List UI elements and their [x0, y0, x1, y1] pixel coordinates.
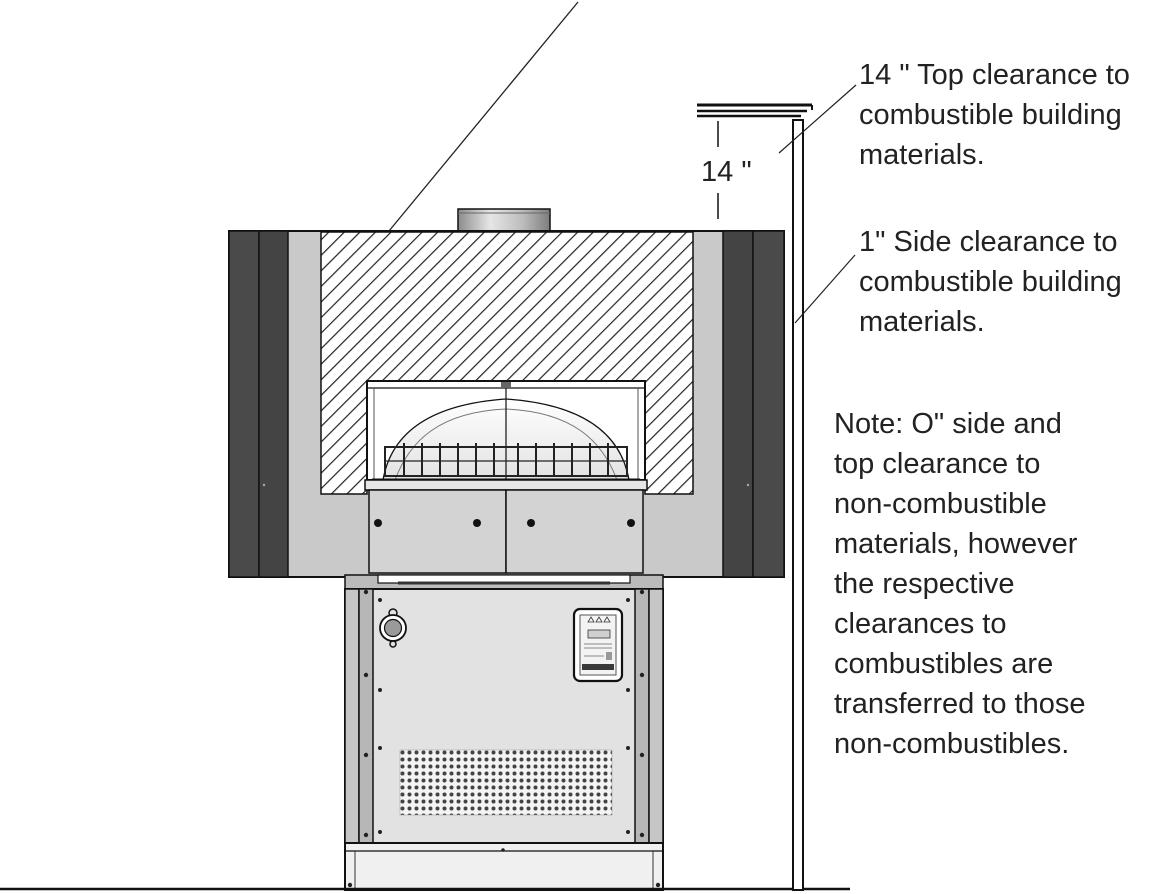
clearance-note: Note: O" side and top clearance to non-c… [834, 408, 1085, 760]
callout-line: combustible building [859, 99, 1122, 131]
callout-line: 1" Side clearance to [859, 226, 1118, 258]
dimension-label: 14 " [701, 156, 752, 188]
base-plinth [344, 842, 664, 891]
ventilation-grille [399, 749, 613, 816]
svg-text:1" Side clearance to: 1" Side clearance to [859, 226, 1118, 258]
note-line: non-combustible [834, 488, 1047, 520]
callout-line: combustible building [859, 266, 1122, 298]
svg-text:materials.: materials. [859, 306, 985, 338]
side-clearance-callout: 1" Side clearance to combustible buildin… [859, 226, 1122, 338]
callout-line: materials. [859, 139, 985, 171]
note-line: non-combustibles. [834, 728, 1069, 760]
oven-chamber [364, 380, 648, 491]
note-line: the respective [834, 568, 1015, 600]
callout-line: 14 " Top clearance to [859, 59, 1130, 91]
svg-text:materials.: materials. [859, 139, 985, 171]
note-line: materials, however [834, 528, 1078, 560]
callout-line: materials. [859, 306, 985, 338]
control-panel [572, 607, 624, 683]
top-clearance-leader [778, 84, 857, 154]
svg-text:14 " Top clearance to: 14 " Top clearance to [859, 59, 1130, 91]
svg-text:combustible building: combustible building [859, 99, 1122, 131]
note-line: Note: O" side and [834, 408, 1062, 440]
side-clearance-leader [794, 254, 856, 324]
svg-text:combustible building: combustible building [859, 266, 1122, 298]
base-top-rail [344, 574, 664, 590]
flue-collar [457, 208, 551, 232]
combustible-ceiling [697, 103, 813, 118]
oven-doors [368, 489, 644, 574]
note-line: transferred to those [834, 688, 1085, 720]
note-line: combustibles are [834, 648, 1053, 680]
gas-control-knob [379, 608, 407, 648]
top-leader-line [388, 1, 579, 232]
top-clearance-callout: 14 " Top clearance to combustible buildi… [859, 59, 1130, 171]
note-line: top clearance to [834, 448, 1040, 480]
note-line: clearances to [834, 608, 1007, 640]
combustible-wall [792, 119, 804, 891]
